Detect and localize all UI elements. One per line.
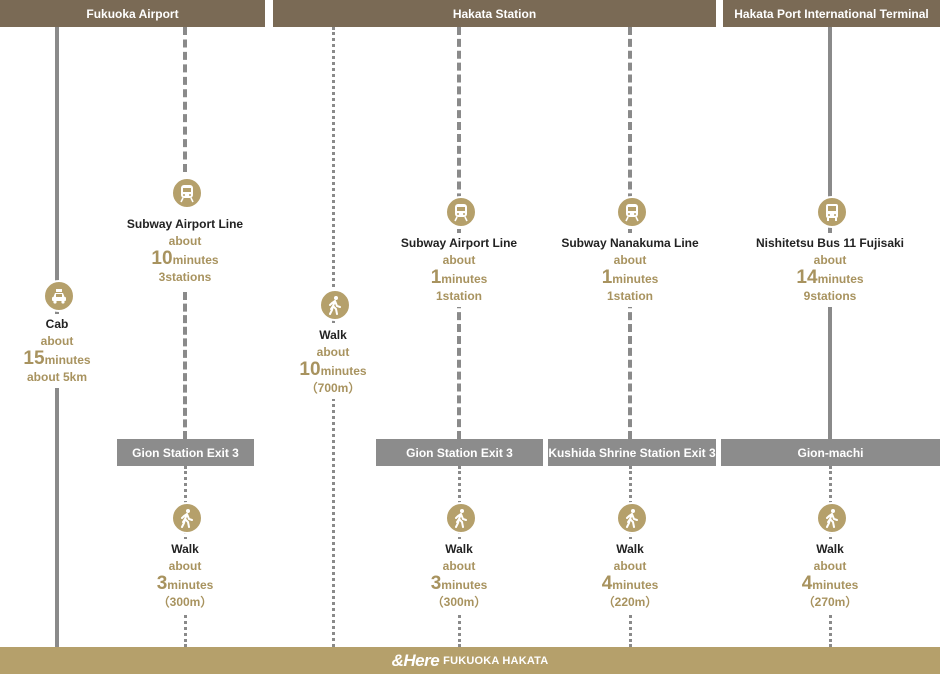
taxi-icon [43, 280, 75, 312]
route-duration: 15 [23, 348, 45, 369]
destination-logo: &Here [391, 650, 440, 670]
origin-hakata-port: Hakata Port International Terminal [723, 0, 940, 27]
train-icon [171, 177, 203, 209]
walk-icon [319, 289, 351, 321]
destination-bar: &Here FUKUOKA HAKATA [0, 647, 940, 674]
bus-icon [816, 196, 848, 228]
stop-kushida-shrine-exit-3: Kushida Shrine Station Exit 3 [548, 439, 716, 466]
route-line-airport-subway [183, 292, 187, 439]
walk-gion-machi-info: Walk about 4minutes （270m） [775, 539, 885, 613]
route-mode: Cab [45, 317, 69, 331]
route-walk-hakata-info: Walk about 10minutes （700m） [278, 325, 388, 399]
walk-gion-info: Walk about 3minutes （300m） [130, 539, 240, 613]
walk-kushida-info: Walk about 4minutes （220m） [575, 539, 685, 613]
origin-fukuoka-airport: Fukuoka Airport [0, 0, 265, 27]
route-about: about [40, 334, 74, 348]
walk-icon [171, 502, 203, 534]
route-airport-subway-info: Subway Airport Line about 10minutes 3sta… [95, 214, 275, 288]
stop-gion-machi: Gion-machi [721, 439, 940, 466]
destination-name: FUKUOKA HAKATA [443, 654, 549, 667]
route-bus-info: Nishitetsu Bus 11 Fujisaki about 14minut… [730, 233, 930, 307]
route-nanakuma-info: Subway Nanakuma Line about 1minutes 1sta… [550, 233, 710, 307]
train-icon [445, 196, 477, 228]
stop-gion-station-exit-3: Gion Station Exit 3 [117, 439, 254, 466]
stop-gion-station-exit-3: Gion Station Exit 3 [376, 439, 543, 466]
route-line-airport-subway [183, 27, 187, 172]
route-cab-info: Cab about 15minutes about 5km [2, 314, 112, 388]
route-detail: about 5km [26, 370, 87, 384]
walk-icon [616, 502, 648, 534]
walk-icon [816, 502, 848, 534]
origin-hakata-station: Hakata Station [273, 0, 716, 27]
walk-gion-2-info: Walk about 3minutes （300m） [404, 539, 514, 613]
walk-icon [445, 502, 477, 534]
train-icon [616, 196, 648, 228]
route-hakata-airport-subway-info: Subway Airport Line about 1minutes 1stat… [369, 233, 549, 307]
